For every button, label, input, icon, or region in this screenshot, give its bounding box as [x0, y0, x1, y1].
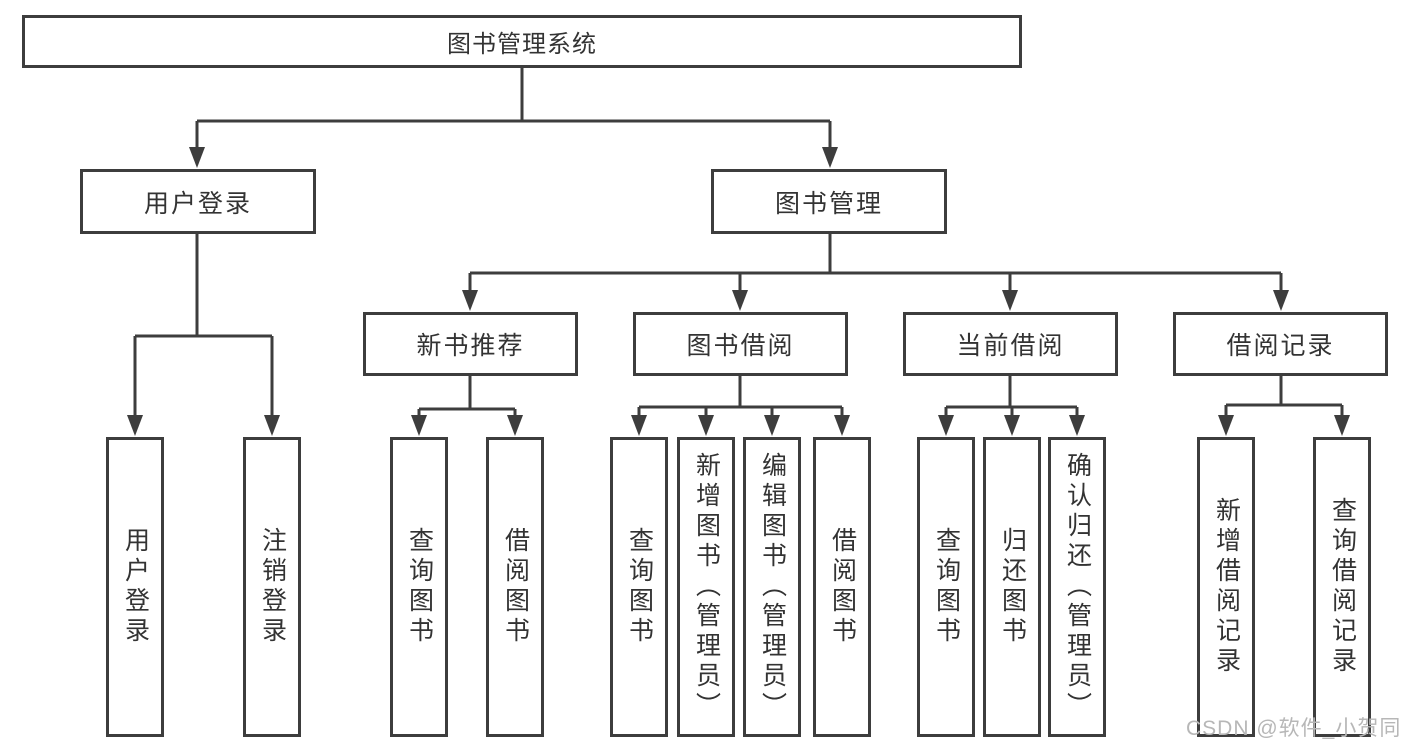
- leaf-recommend-borrow-books: 借阅图书: [486, 437, 544, 737]
- leaf-borrowing-edit-books-admin: 编辑图书（管理员）: [743, 437, 801, 737]
- leaf-recommend-query-books: 查询图书: [390, 437, 448, 737]
- node-current-borrowing: 当前借阅: [903, 312, 1118, 376]
- leaf-borrowing-borrow-books: 借阅图书: [813, 437, 871, 737]
- node-borrowing-records: 借阅记录: [1173, 312, 1388, 376]
- leaf-current-return-books: 归还图书: [983, 437, 1041, 737]
- leaf-user-login: 用户登录: [106, 437, 164, 737]
- leaf-records-query-borrow-record: 查询借阅记录: [1313, 437, 1371, 737]
- leaf-current-query-books: 查询图书: [917, 437, 975, 737]
- leaf-current-confirm-return-admin: 确认归还（管理员）: [1048, 437, 1106, 737]
- leaf-borrowing-add-books-admin: 新增图书（管理员）: [677, 437, 735, 737]
- node-book-borrowing: 图书借阅: [633, 312, 848, 376]
- leaf-borrowing-query-books: 查询图书: [610, 437, 668, 737]
- leaf-records-add-borrow-record: 新增借阅记录: [1197, 437, 1255, 737]
- watermark-text: CSDN @软件_小贺同学: [1186, 717, 1402, 740]
- leaf-logout: 注销登录: [243, 437, 301, 737]
- node-user-login: 用户登录: [80, 169, 316, 234]
- node-new-book-recommendation: 新书推荐: [363, 312, 578, 376]
- node-library-management-system: 图书管理系统: [22, 15, 1022, 68]
- connector-lines: [133, 67, 1344, 428]
- node-book-management: 图书管理: [711, 169, 947, 234]
- arrow-down-icons: [127, 147, 1350, 436]
